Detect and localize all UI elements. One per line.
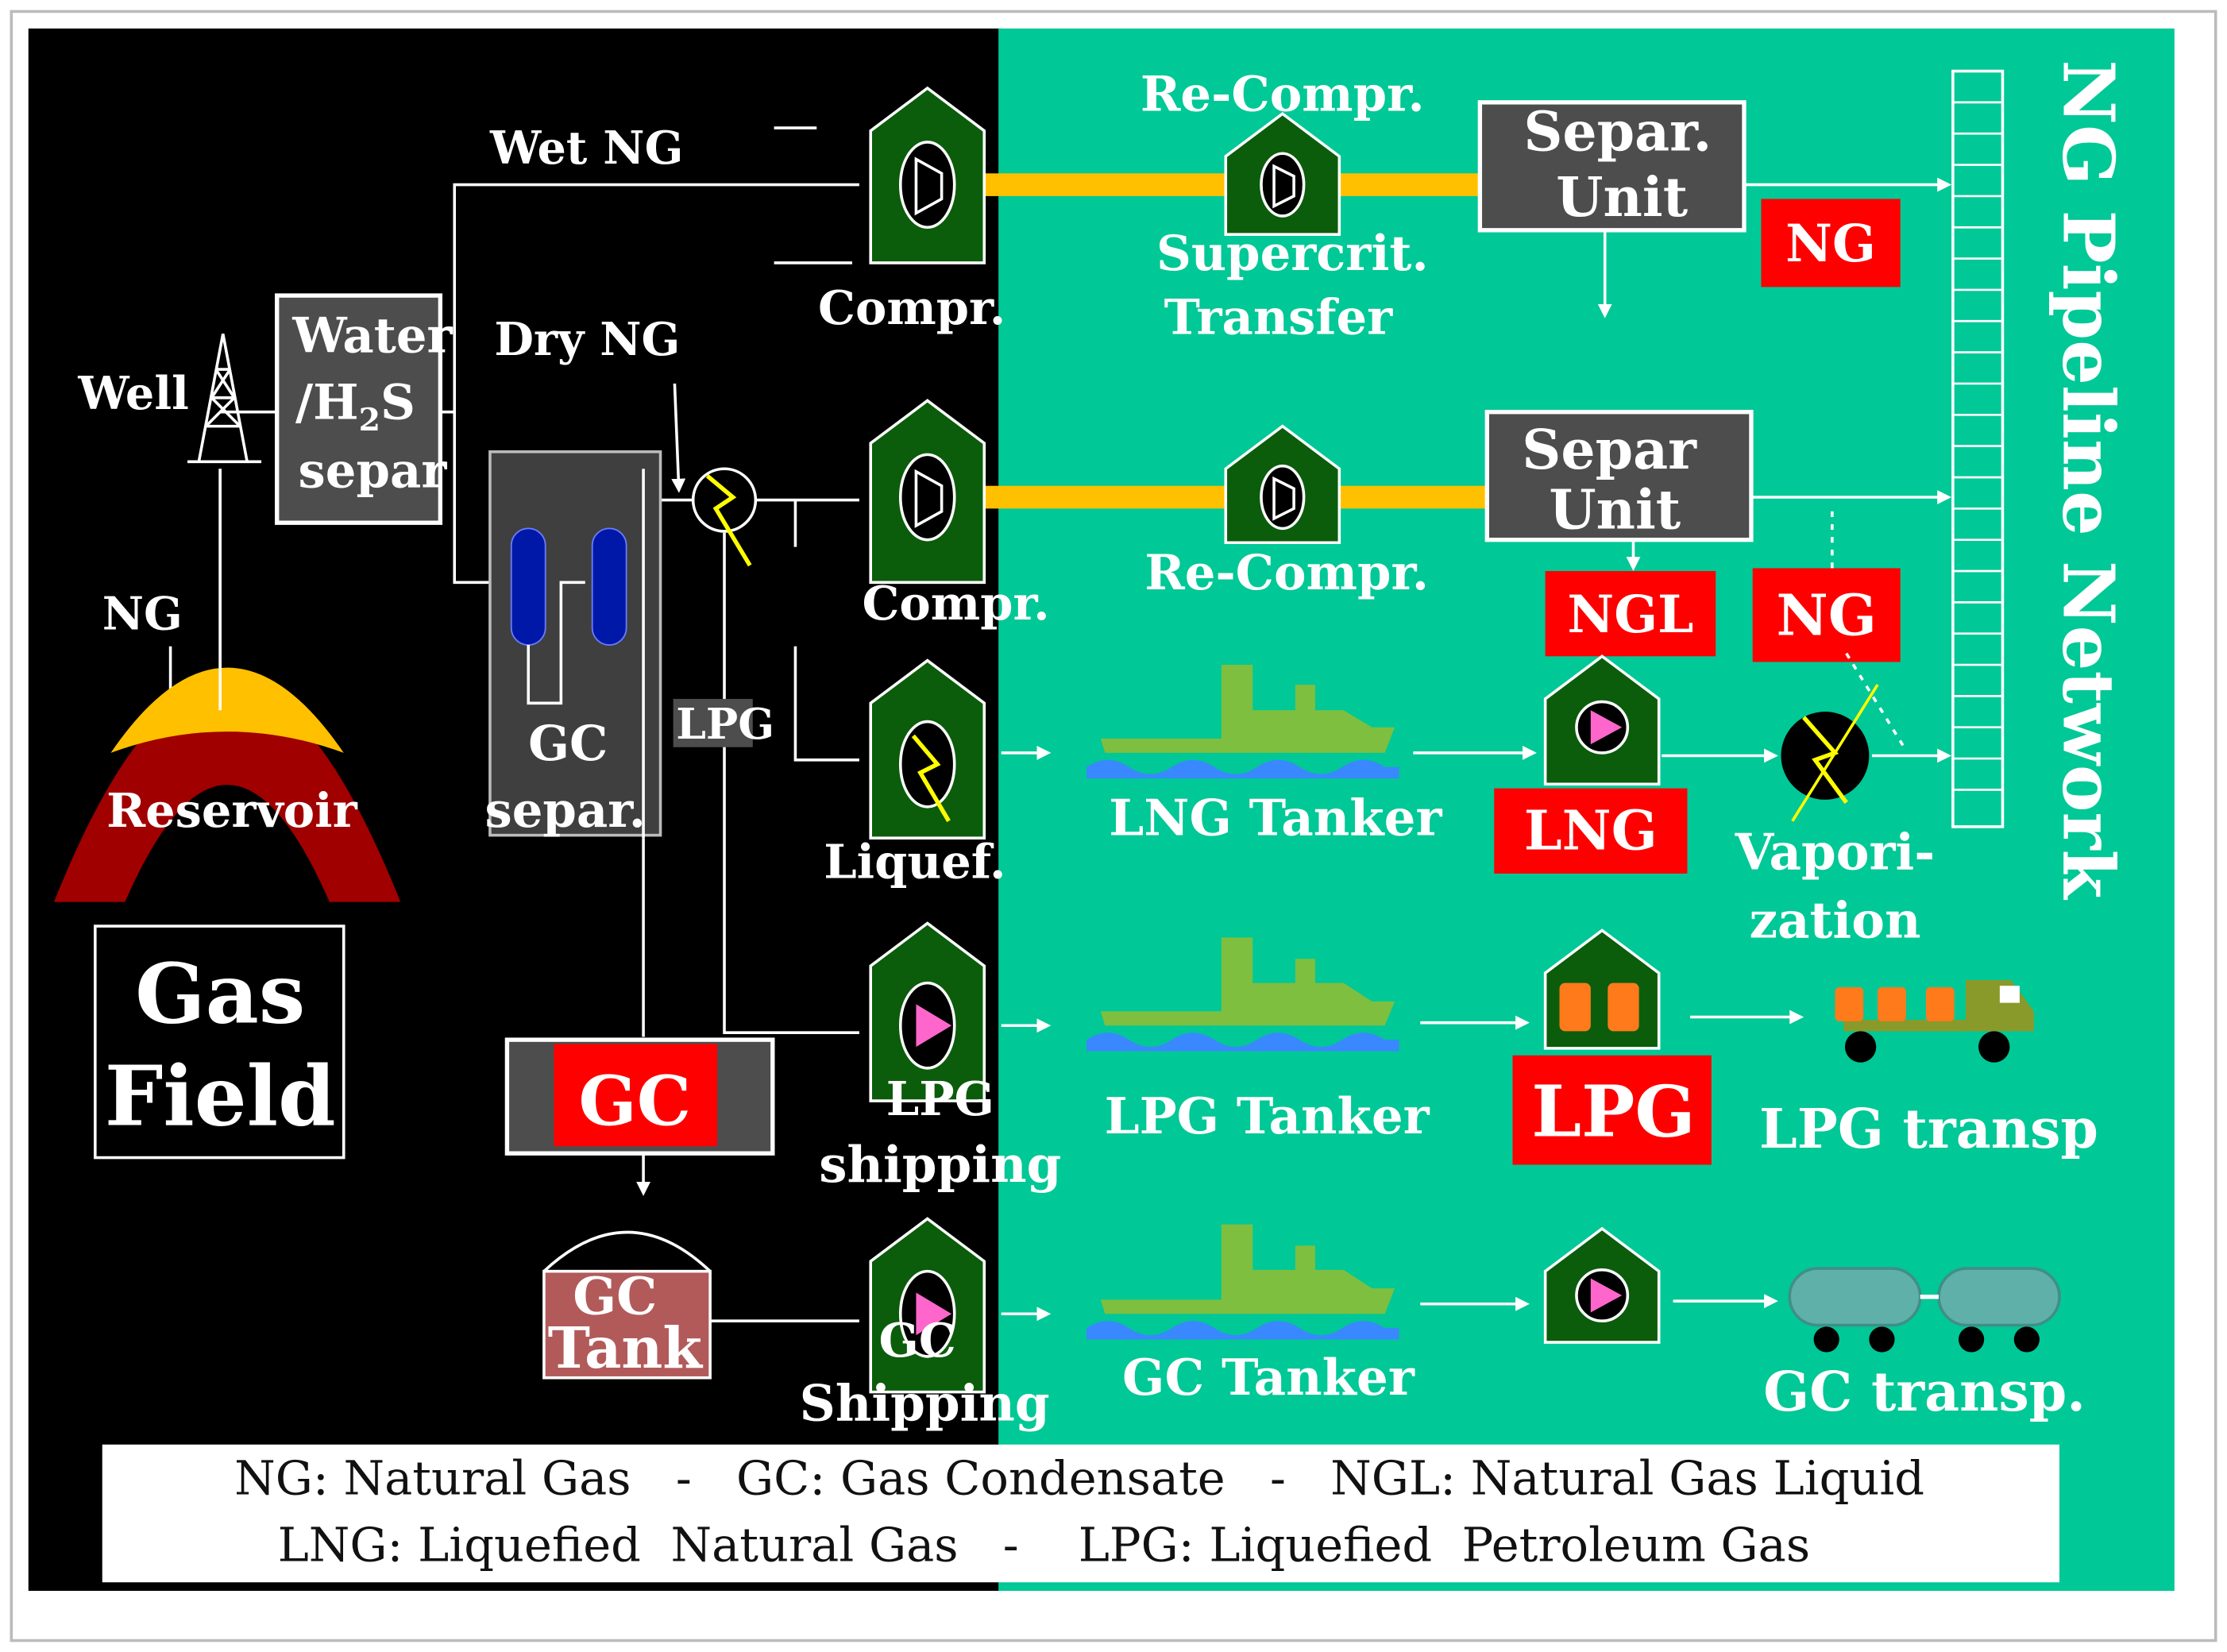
gc-tanker-ship bbox=[1086, 1224, 1399, 1340]
liquefaction-icon bbox=[911, 734, 951, 823]
compressor-house-1 bbox=[869, 86, 986, 264]
separator-vessel-icon bbox=[510, 527, 546, 646]
field-labels: Well NG Reservoir Gas Field Water /H2S s… bbox=[77, 122, 1005, 1381]
pump-icon bbox=[1590, 1278, 1623, 1313]
process-lines bbox=[168, 126, 859, 1322]
ng-pipeline-ladder bbox=[1951, 69, 2005, 828]
pump-icon bbox=[916, 1004, 952, 1048]
label-vapor-2: zation bbox=[1749, 890, 1920, 949]
label-separ-unit-1b: Unit bbox=[1556, 166, 1688, 230]
label-dry-ng: Dry NG bbox=[494, 313, 680, 366]
label-gc-tank-1: GC bbox=[573, 1267, 657, 1326]
lpg-truck-icon bbox=[1835, 980, 2034, 1063]
separator-vessel-icon bbox=[591, 527, 627, 646]
label-wet-ng: Wet NG bbox=[489, 122, 684, 175]
label-liquef: Liquef. bbox=[824, 834, 1005, 889]
gc-shipping-house bbox=[869, 1217, 986, 1394]
label-compr-2: Compr. bbox=[862, 576, 1049, 631]
lpg-shipping-house bbox=[869, 921, 986, 1102]
lpg-tanker-ship bbox=[1086, 937, 1399, 1052]
label-gc-shipping-2: Shipping bbox=[800, 1373, 1050, 1432]
compressor-icon bbox=[914, 469, 944, 528]
gc-storage-box bbox=[504, 1037, 775, 1156]
label-separ-unit-1a: Separ. bbox=[1523, 101, 1712, 164]
legend-line-2: LNG: Liquefied Natural Gas - LPG: Liquef… bbox=[278, 1517, 1811, 1572]
label-ng-red-2: NG bbox=[1776, 581, 1876, 648]
label-compr-1: Compr. bbox=[818, 280, 1005, 335]
pump-icon bbox=[916, 1292, 952, 1336]
ngl-tag bbox=[1545, 571, 1716, 657]
reservoir bbox=[53, 469, 401, 902]
label-ngl-red: NGL bbox=[1567, 585, 1693, 645]
ng-tag-2 bbox=[1752, 568, 1901, 662]
label-ng-red-1: NG bbox=[1785, 214, 1876, 274]
label-lng-red: LNG bbox=[1524, 800, 1658, 863]
lpg-cylinder-icon bbox=[1559, 982, 1591, 1032]
lng-tanker-ship bbox=[1086, 665, 1399, 779]
label-gc-tank-2: Tank bbox=[548, 1314, 704, 1381]
pump-icon bbox=[1590, 710, 1623, 745]
label-gc-tanker: GC Tanker bbox=[1122, 1348, 1415, 1407]
compressor-icon bbox=[914, 156, 944, 216]
label-separ: separ bbox=[299, 442, 448, 499]
label-water: Water bbox=[291, 308, 453, 365]
label-well: Well bbox=[77, 367, 188, 420]
compressor-house-2 bbox=[869, 399, 986, 585]
lng-tag bbox=[1494, 788, 1688, 874]
label-gas-field-2: Field bbox=[105, 1048, 336, 1144]
label-h2s: /H2S bbox=[295, 375, 415, 438]
label-gc-separ-1: GC bbox=[528, 716, 608, 772]
label-gc-shipping-1: GC bbox=[879, 1313, 956, 1368]
water-h2s-separator bbox=[275, 293, 443, 525]
compressor-icon bbox=[1272, 476, 1295, 521]
lpg-terminal-house bbox=[1543, 928, 1661, 1050]
lpg-tag-box bbox=[673, 698, 753, 747]
label-ng-source: NG bbox=[102, 587, 183, 640]
separation-unit-1 bbox=[1477, 100, 1746, 233]
legend: NG: Natural Gas - GC: Gas Condensate - N… bbox=[102, 1444, 2059, 1583]
well-derrick-icon bbox=[187, 334, 262, 464]
market-labels: Compr. Liquef. LPG shipping GC Shipping … bbox=[800, 60, 2130, 1432]
label-re-compr-top: Re-Compr. bbox=[1141, 67, 1425, 123]
label-supercrit-1: Supercrit. bbox=[1156, 226, 1429, 282]
label-lpg-shipping-1: LPG bbox=[886, 1071, 994, 1126]
label-gc-box: GC bbox=[579, 1061, 692, 1141]
separation-unit-2 bbox=[1484, 410, 1754, 542]
compressor-icon bbox=[1272, 164, 1295, 209]
lng-terminal-house bbox=[1543, 654, 1661, 786]
legend-box bbox=[102, 1444, 2059, 1583]
vaporization-icon bbox=[1777, 684, 1879, 822]
label-lpg-small: LPG bbox=[676, 699, 774, 749]
label-separ-unit-2a: Separ bbox=[1522, 419, 1697, 482]
label-separ-unit-2b: Unit bbox=[1549, 478, 1681, 542]
label-lpg-tanker: LPG Tanker bbox=[1105, 1087, 1430, 1145]
ng-tag-1 bbox=[1761, 199, 1901, 288]
legend-line-1: NG: Natural Gas - GC: Gas Condensate - N… bbox=[234, 1450, 1924, 1505]
heat-exchanger-icon bbox=[691, 467, 758, 567]
label-pipeline-network: NG Pipeline Network bbox=[2046, 60, 2129, 900]
gas-field-box bbox=[94, 924, 345, 1160]
market-lines bbox=[1001, 177, 1952, 1322]
label-gas-field-1: Gas bbox=[135, 947, 305, 1043]
label-gc-separ-2: separ. bbox=[485, 782, 646, 839]
re-compressor-house-1 bbox=[1224, 111, 1341, 236]
label-lng-tanker: LNG Tanker bbox=[1109, 789, 1442, 847]
label-re-compr-2: Re-Compr. bbox=[1144, 545, 1429, 601]
liquefaction-house bbox=[869, 658, 986, 840]
gc-tank bbox=[542, 1230, 712, 1380]
label-vapor-1: Vapori- bbox=[1735, 823, 1936, 882]
label-lpg-transp: LPG transp bbox=[1759, 1098, 2098, 1161]
gc-terminal-house bbox=[1543, 1226, 1661, 1344]
label-gc-transp: GC transp. bbox=[1763, 1361, 2086, 1424]
label-supercrit-2: Transfer bbox=[1164, 289, 1394, 345]
re-compressor-house-2 bbox=[1224, 424, 1341, 545]
gc-separator bbox=[488, 450, 662, 839]
label-lpg-shipping-2: shipping bbox=[819, 1135, 1061, 1194]
label-lpg-red: LPG bbox=[1531, 1071, 1695, 1154]
lpg-cylinder-icon bbox=[1608, 982, 1639, 1032]
lpg-tag bbox=[1512, 1055, 1712, 1165]
label-reservoir: Reservoir bbox=[106, 783, 357, 838]
gc-rail-wagon-icon bbox=[1788, 1267, 2061, 1353]
